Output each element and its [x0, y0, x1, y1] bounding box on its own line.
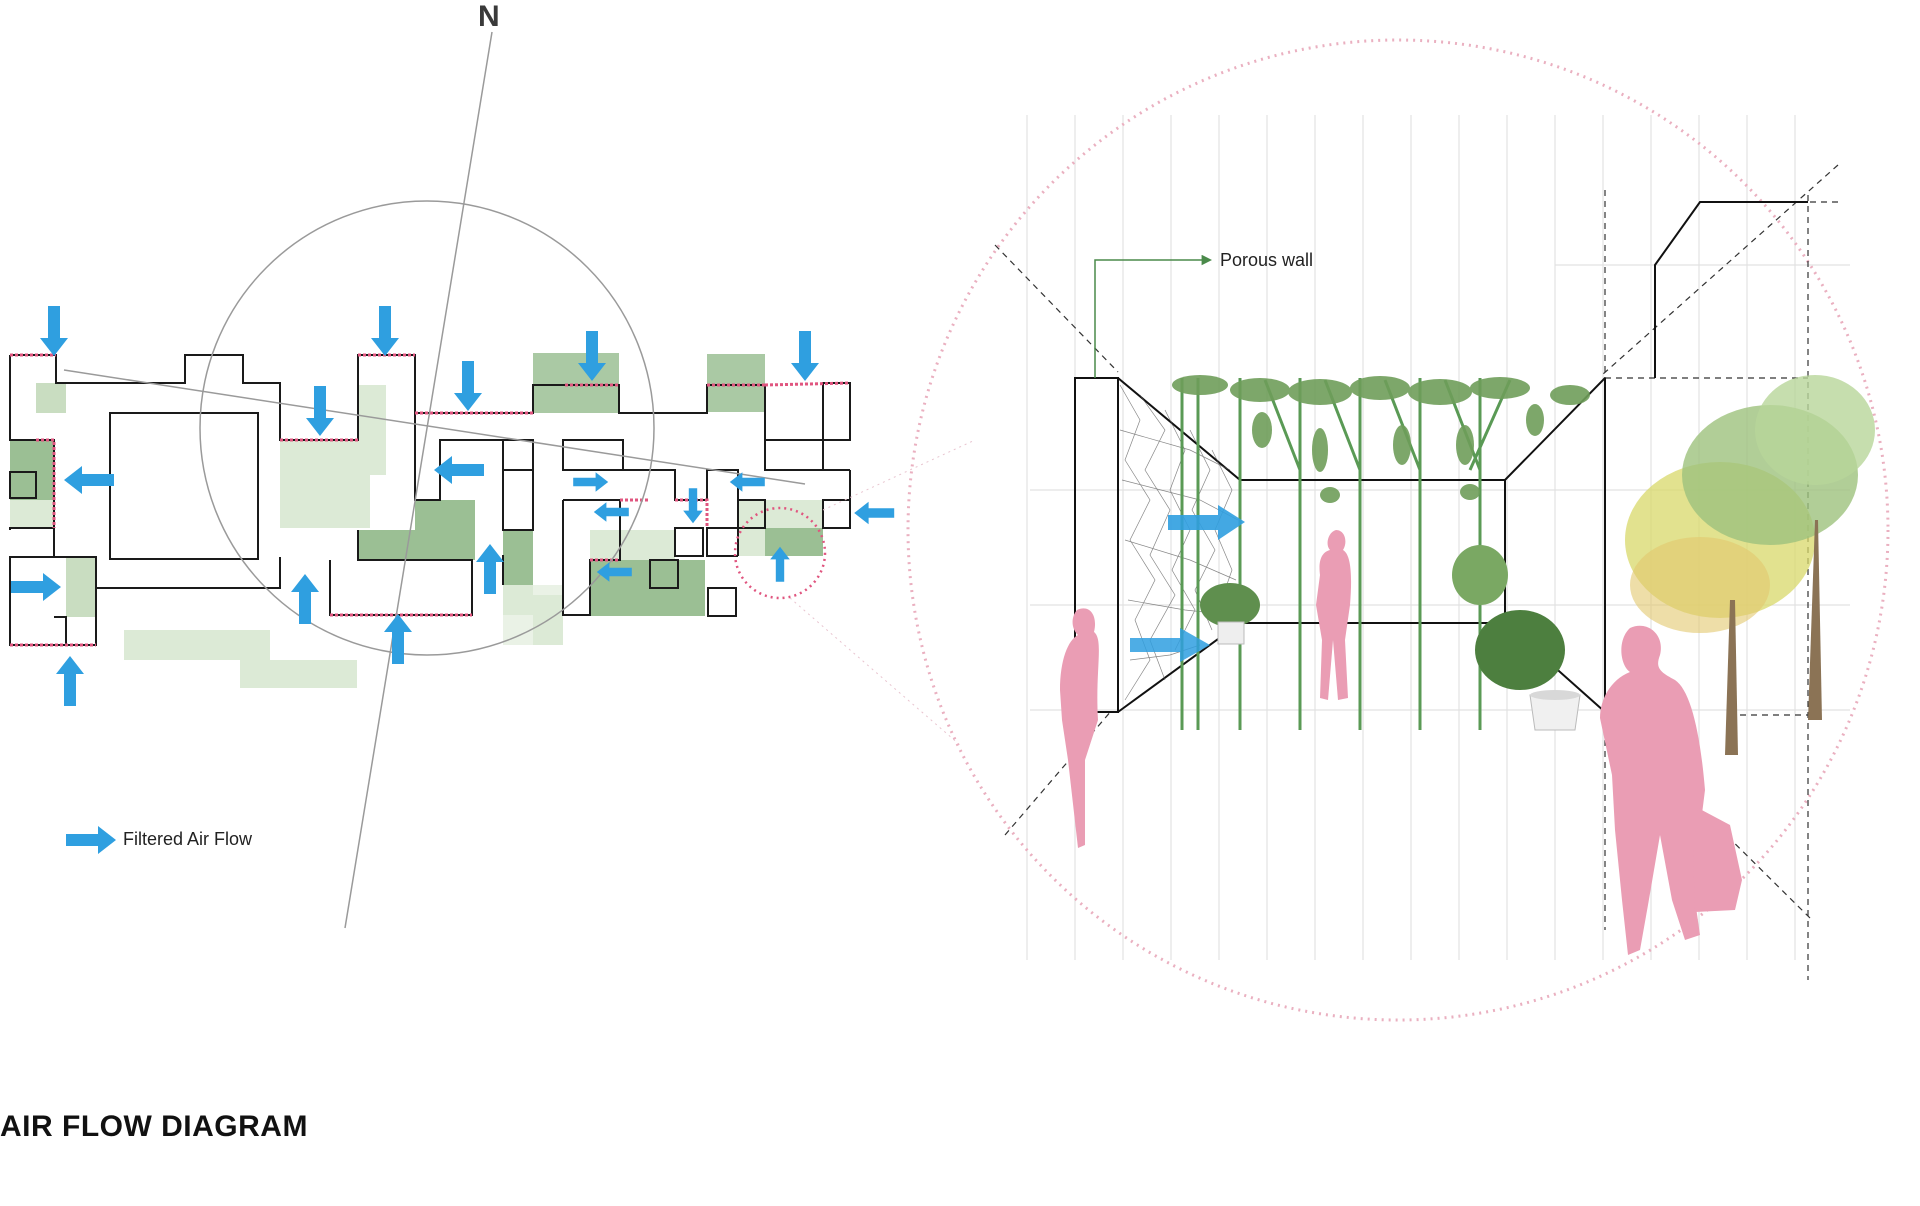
- porous-wall-label: Porous wall: [1220, 250, 1314, 270]
- arrow-icon: [854, 501, 895, 525]
- arrow-icon: [454, 361, 482, 411]
- arrow-icon: [371, 306, 399, 356]
- compass: [63, 31, 806, 929]
- arrow-icon: [291, 574, 319, 624]
- arrow-icon: [64, 466, 114, 494]
- legend-label: Filtered Air Flow: [123, 829, 253, 849]
- arrow-icon: [593, 502, 629, 522]
- blue-arrow-icon: [66, 826, 116, 854]
- arrow-icon: [40, 306, 68, 356]
- perspective-view: [906, 38, 1890, 1022]
- zoom-circle: [906, 38, 1890, 1022]
- wall-arrows: [1130, 505, 1245, 662]
- detail-callout-circle: [733, 506, 827, 600]
- arrow-icon: [384, 614, 412, 664]
- floor-plan: [9, 31, 976, 929]
- arrow-icon: [683, 488, 703, 524]
- diagram-title: AIR FLOW DIAGRAM: [0, 1110, 308, 1143]
- callout-guide-lines: [789, 439, 976, 746]
- people-silhouettes: [1060, 530, 1742, 955]
- potted-plants: [1200, 545, 1581, 731]
- arrow-icon: [573, 472, 609, 492]
- porous-wall-edges: [10, 353, 851, 647]
- north-label: N: [478, 0, 500, 33]
- arrow-icon: [11, 573, 61, 601]
- arrow-icon: [56, 656, 84, 706]
- green-patches: [10, 353, 823, 688]
- arrow-icon: [476, 544, 504, 594]
- arrow-icon: [434, 456, 484, 484]
- vine-canopy: [1172, 375, 1590, 503]
- trees: [1625, 375, 1875, 755]
- porous-wall: [1119, 384, 1239, 701]
- callout-leader: [1094, 254, 1213, 378]
- arrow-icon: [791, 331, 819, 381]
